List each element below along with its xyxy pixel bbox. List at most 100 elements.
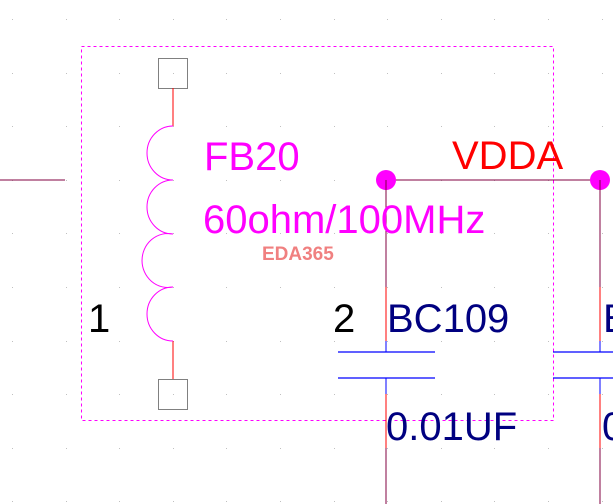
fb-designator[interactable]: FB20 (204, 135, 300, 179)
cap-partial-designator[interactable]: B (603, 297, 613, 341)
grid-dot (280, 180, 281, 181)
grid-dot (226, 180, 227, 181)
grid-dot (66, 233, 67, 234)
grid-dot (441, 19, 442, 20)
grid-dot (173, 448, 174, 449)
grid-dot (441, 287, 442, 288)
grid-dot (602, 448, 603, 449)
grid-dot (173, 233, 174, 234)
grid-dot (334, 287, 335, 288)
grid-dot (280, 287, 281, 288)
grid-dot (387, 501, 388, 502)
grid-dot (173, 394, 174, 395)
grid-dot (441, 448, 442, 449)
grid-dot (280, 501, 281, 502)
grid-dot (602, 501, 603, 502)
grid-dot (12, 501, 13, 502)
grid-dot (66, 394, 67, 395)
grid-dot (334, 19, 335, 20)
grid-dot (494, 448, 495, 449)
cap-value[interactable]: 0.01UF (386, 405, 517, 449)
grid-dot (387, 341, 388, 342)
grid-dot (226, 501, 227, 502)
grid-dot (334, 180, 335, 181)
pin2-number: 2 (333, 297, 355, 341)
grid-dot (494, 73, 495, 74)
capacitor-bc109[interactable] (338, 180, 435, 504)
grid-dot (441, 233, 442, 234)
grid-dot (12, 19, 13, 20)
grid-dot (119, 341, 120, 342)
grid-dot (173, 180, 174, 181)
grid-dot (226, 233, 227, 234)
grid-dot (173, 19, 174, 20)
grid-dot (334, 341, 335, 342)
ferrite-bead-fb20[interactable] (141, 58, 188, 410)
grid-dot (280, 394, 281, 395)
selection-box (81, 46, 554, 421)
grid-dot (226, 394, 227, 395)
grid-dot (602, 233, 603, 234)
grid-dot (280, 448, 281, 449)
grid-dot (602, 287, 603, 288)
grid-dot (66, 126, 67, 127)
grid-dot (119, 287, 120, 288)
grid-dot (494, 126, 495, 127)
cap-partial-value[interactable]: 0 (602, 405, 613, 449)
coil-icon (141, 125, 174, 342)
grid-dot (119, 448, 120, 449)
cap-designator[interactable]: BC109 (387, 297, 509, 341)
grid-dot (66, 448, 67, 449)
pad-bottom (158, 379, 188, 410)
grid-dot (548, 341, 549, 342)
grid-dot (226, 126, 227, 127)
grid-dot (12, 126, 13, 127)
grid-dot (119, 233, 120, 234)
grid-dot (12, 287, 13, 288)
grid-dot (173, 126, 174, 127)
grid-dot (12, 341, 13, 342)
grid-dot (66, 73, 67, 74)
grid-dot (441, 394, 442, 395)
grid-dot (334, 233, 335, 234)
grid-dot (334, 448, 335, 449)
grid-dot (12, 394, 13, 395)
grid-dot (280, 19, 281, 20)
grid-dot (548, 19, 549, 20)
grid-dot (494, 19, 495, 20)
grid-dot (173, 73, 174, 74)
grid-dot (280, 341, 281, 342)
watermark-text: EDA365 (262, 244, 334, 265)
grid-dot (602, 394, 603, 395)
grid-dot (12, 233, 13, 234)
grid-dot (494, 287, 495, 288)
grid-dot (226, 448, 227, 449)
grid-dot (119, 180, 120, 181)
grid-dot (494, 394, 495, 395)
grid-dot (66, 180, 67, 181)
capacitor-partial[interactable] (553, 180, 613, 504)
grid-dot (280, 126, 281, 127)
grid-dot (387, 394, 388, 395)
grid-dot (280, 233, 281, 234)
grid-dot (548, 501, 549, 502)
grid-dot (280, 73, 281, 74)
grid-dot (334, 73, 335, 74)
grid-dot (173, 287, 174, 288)
grid-dot (334, 394, 335, 395)
grid-dot (387, 73, 388, 74)
grid-dot (173, 501, 174, 502)
grid-dot (602, 73, 603, 74)
grid-dot (602, 341, 603, 342)
grid-dot (441, 126, 442, 127)
fb-value[interactable]: 60ohm/100MHz (203, 198, 485, 242)
grid-dot (226, 287, 227, 288)
grid-dot (66, 501, 67, 502)
grid-dot (548, 394, 549, 395)
grid-dot (548, 448, 549, 449)
grid-dot (548, 126, 549, 127)
net-label-vdda[interactable]: VDDA (452, 134, 563, 178)
grid-dot (494, 233, 495, 234)
